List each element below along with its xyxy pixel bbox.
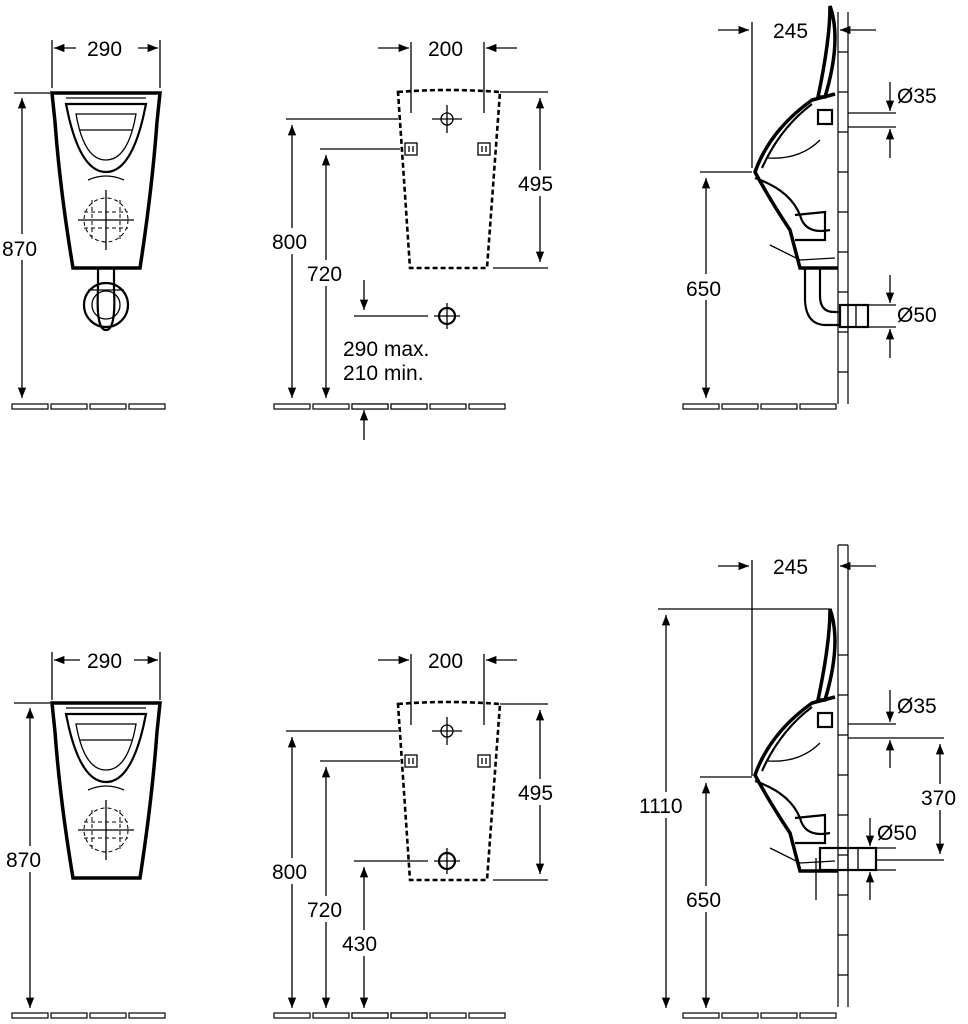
top-side-depth: 245 [773, 20, 808, 43]
top-rear-width: 200 [428, 38, 463, 61]
bottom-rear-view: 200 495 800 720 430 [270, 650, 563, 1019]
top-front-view: 290 870 [0, 38, 166, 410]
bottom-rear-495: 495 [518, 782, 553, 805]
bottom-side-view: Ø35 Ø50 370 245 1110 650 [638, 544, 966, 1019]
top-rear-800: 800 [272, 231, 307, 254]
bottom-rear-720: 720 [307, 899, 342, 922]
top-side-drain: Ø50 [897, 304, 937, 327]
top-front-width: 290 [87, 38, 122, 61]
bottom-rear-800: 800 [272, 861, 307, 884]
bottom-front-view: 290 870 [4, 650, 166, 1019]
bottom-side-drain: Ø50 [877, 822, 917, 845]
bottom-rear-430: 430 [342, 933, 377, 956]
bottom-side-supply: Ø35 [897, 695, 937, 718]
bottom-side-370: 370 [921, 787, 956, 810]
top-side-view: Ø35 Ø50 245 650 [682, 4, 937, 410]
bottom-side-depth: 245 [773, 556, 808, 579]
bottom-front-width: 290 [87, 650, 122, 673]
top-rear-outlet-min: 210 min. [343, 362, 424, 385]
top-side-supply: Ø35 [897, 85, 937, 108]
top-front-height: 870 [2, 238, 37, 261]
top-rear-view: 200 495 800 720 290 max. 210 min. [270, 38, 563, 440]
bottom-front-height: 870 [6, 849, 41, 872]
top-rear-495: 495 [518, 173, 553, 196]
bottom-rear-width: 200 [428, 650, 463, 673]
top-rear-720: 720 [307, 263, 342, 286]
bottom-side-overall: 1110 [639, 795, 683, 818]
top-side-rim: 650 [686, 278, 721, 301]
top-rear-outlet-max: 290 max. [343, 338, 429, 361]
bottom-side-rim: 650 [686, 889, 721, 912]
